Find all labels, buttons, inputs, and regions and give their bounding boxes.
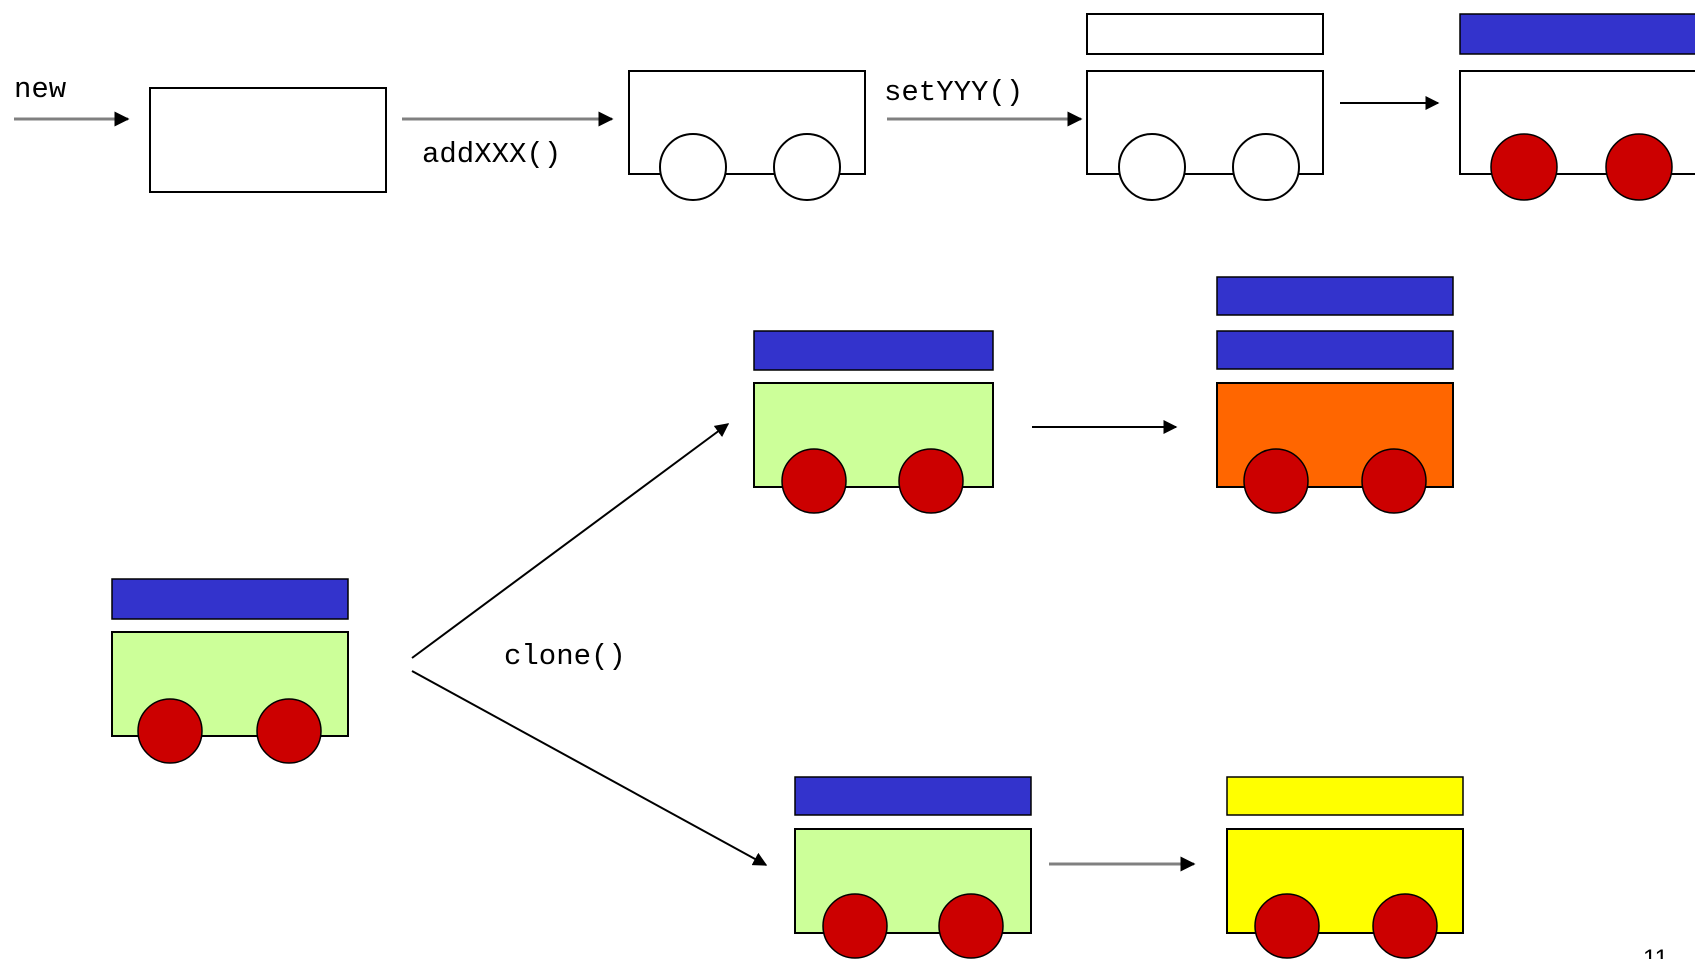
wheel-left [1243, 448, 1309, 514]
roof [1459, 13, 1695, 55]
wagon-clone-b [794, 776, 1032, 959]
wheel-right [1361, 448, 1427, 514]
label-add: addXXX() [422, 138, 561, 171]
wagon-clone-a [753, 330, 994, 514]
roof [794, 776, 1032, 816]
roof-1 [1216, 276, 1454, 316]
wheel-right [938, 893, 1004, 959]
roof-2 [1216, 330, 1454, 370]
wheel-right [256, 698, 322, 764]
wheel-left [1490, 133, 1558, 201]
wheel-left [781, 448, 847, 514]
wheel-right [1372, 893, 1438, 959]
wagon-empty-box [149, 87, 387, 193]
wheel-right [773, 133, 841, 201]
wheel-left [137, 698, 203, 764]
roof [1226, 776, 1464, 816]
wagon-clone-b-modified [1226, 776, 1464, 959]
label-new: new [14, 73, 67, 106]
wagon-set-outline [1086, 13, 1324, 201]
wheel-right [1232, 133, 1300, 201]
label-set: setYYY() [884, 76, 1023, 109]
wheel-right [1605, 133, 1673, 201]
wagon-prototype [111, 578, 349, 764]
roof [111, 578, 349, 620]
wagon-finished [1459, 13, 1695, 201]
wheel-left [1118, 133, 1186, 201]
arrow-clone-down [411, 670, 768, 866]
wagon-added-parts [628, 70, 866, 201]
wheel-right [898, 448, 964, 514]
wagon-clone-a-modified [1216, 276, 1454, 514]
arrow-clone-up [411, 423, 730, 659]
wheel-left [659, 133, 727, 201]
label-clone: clone() [504, 640, 626, 673]
page-number: 11 [1643, 945, 1668, 959]
roof [1086, 13, 1324, 55]
roof [753, 330, 994, 371]
wheel-left [1254, 893, 1320, 959]
wheel-left [822, 893, 888, 959]
